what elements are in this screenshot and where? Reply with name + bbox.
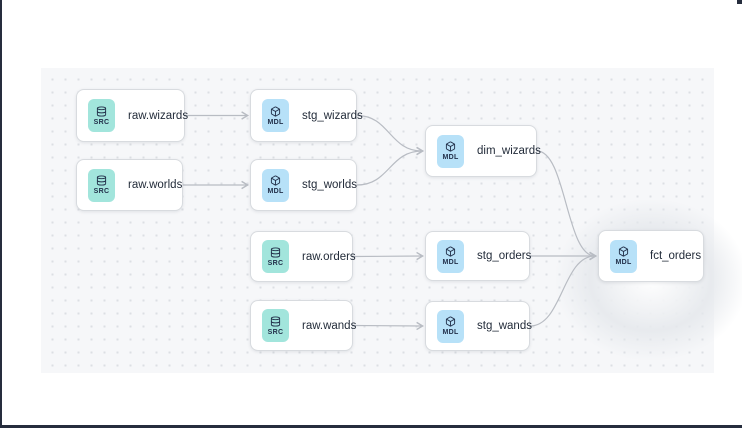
cube-icon xyxy=(445,316,456,327)
database-icon xyxy=(96,175,107,186)
model-badge: MDL xyxy=(437,239,464,273)
source-badge: SRC xyxy=(88,99,115,132)
database-icon xyxy=(96,105,107,117)
cube-icon xyxy=(270,105,281,117)
node-label: stg_wizards xyxy=(302,109,363,122)
source-badge: SRC xyxy=(88,168,115,202)
node-raw-wizards[interactable]: SRC raw.wizards xyxy=(76,89,189,142)
badge-label: MDL xyxy=(267,118,284,126)
badge-label: MDL xyxy=(442,329,459,336)
node-label: fct_orders xyxy=(650,250,702,262)
model-badge: MDL xyxy=(437,309,464,343)
badge-label: MDL xyxy=(442,154,459,161)
node-dim-wizards[interactable]: MDL dim_wizards xyxy=(425,125,541,177)
node-stg-wizards[interactable]: MDL stg_wizards xyxy=(250,89,363,142)
cube-icon xyxy=(445,246,456,257)
edge-dim-wizards-to-fct-orders xyxy=(536,150,597,261)
badge-label: SRC xyxy=(267,259,284,267)
edge-raw-wands-to-stg-wands xyxy=(352,321,424,331)
edge-stg-wands-to-fct-orders xyxy=(529,251,597,327)
node-label: stg_orders xyxy=(477,250,532,262)
cube-icon xyxy=(445,141,456,152)
badge-label: MDL xyxy=(442,259,459,266)
node-raw-wands[interactable]: SRC raw.wands xyxy=(250,300,357,351)
node-fct-orders[interactable]: MDL fct_orders xyxy=(598,230,704,282)
node-raw-worlds[interactable]: SRC raw.worlds xyxy=(76,159,183,211)
model-badge: MDL xyxy=(262,99,289,132)
source-badge: SRC xyxy=(262,240,289,273)
database-icon xyxy=(270,315,281,327)
edge-stg-worlds-to-dim-wizards xyxy=(356,146,424,186)
node-label: raw.wizards xyxy=(128,109,189,122)
badge-label: MDL xyxy=(267,188,284,195)
edge-raw-orders-to-stg-orders xyxy=(352,251,424,261)
node-label: dim_wizards xyxy=(477,145,541,157)
badge-label: SRC xyxy=(267,328,284,336)
badge-label: MDL xyxy=(615,259,632,266)
model-badge: MDL xyxy=(610,239,637,273)
node-stg-worlds[interactable]: MDL stg_worlds xyxy=(250,159,357,211)
cube-icon xyxy=(618,246,629,257)
screen-edge-left xyxy=(0,0,2,428)
model-badge: MDL xyxy=(262,168,289,202)
node-label: raw.orders xyxy=(302,250,356,263)
badge-label: SRC xyxy=(93,118,110,126)
node-label: stg_wands xyxy=(477,320,532,332)
model-badge: MDL xyxy=(437,134,464,168)
node-label: stg_worlds xyxy=(302,179,357,191)
cube-icon xyxy=(270,175,281,186)
badge-label: SRC xyxy=(93,188,110,195)
node-label: raw.worlds xyxy=(128,179,183,191)
node-stg-wands[interactable]: MDL stg_wands xyxy=(425,301,532,351)
edge-stg-wizards-to-dim-wizards xyxy=(356,114,424,156)
screen-edge-bottom xyxy=(0,425,742,428)
node-raw-orders[interactable]: SRC raw.orders xyxy=(250,231,356,282)
source-badge: SRC xyxy=(262,309,289,342)
screen-corner-top-right xyxy=(737,0,742,4)
node-label: raw.wands xyxy=(302,319,357,332)
node-stg-orders[interactable]: MDL stg_orders xyxy=(425,231,532,281)
database-icon xyxy=(270,246,281,258)
